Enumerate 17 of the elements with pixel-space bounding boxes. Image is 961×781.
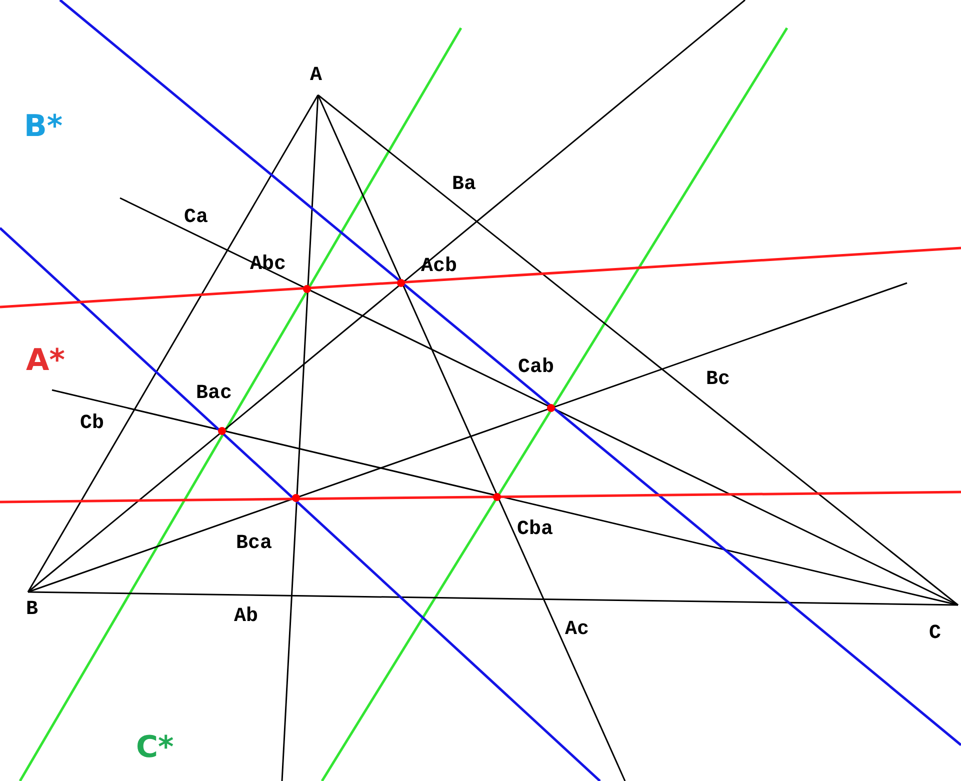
point-label: Ac (565, 620, 590, 640)
point-label: B (26, 600, 38, 620)
point-label: Ab (234, 607, 258, 627)
point-label: Cba (517, 520, 554, 540)
point-label: A (310, 66, 322, 86)
point-label: Bc (706, 370, 730, 390)
point-label: Cab (518, 358, 554, 378)
point-label: C* (136, 733, 174, 763)
point-label: C (929, 624, 942, 644)
point-label: Ba (452, 175, 476, 195)
point-label: Ca (184, 208, 208, 228)
point-label: A* (26, 346, 65, 376)
point-label: Cb (80, 414, 104, 434)
point-label: Bac (196, 384, 232, 404)
point-label: Bca (236, 534, 272, 554)
point-label: Acb (421, 257, 458, 277)
point-label: B* (24, 112, 63, 142)
